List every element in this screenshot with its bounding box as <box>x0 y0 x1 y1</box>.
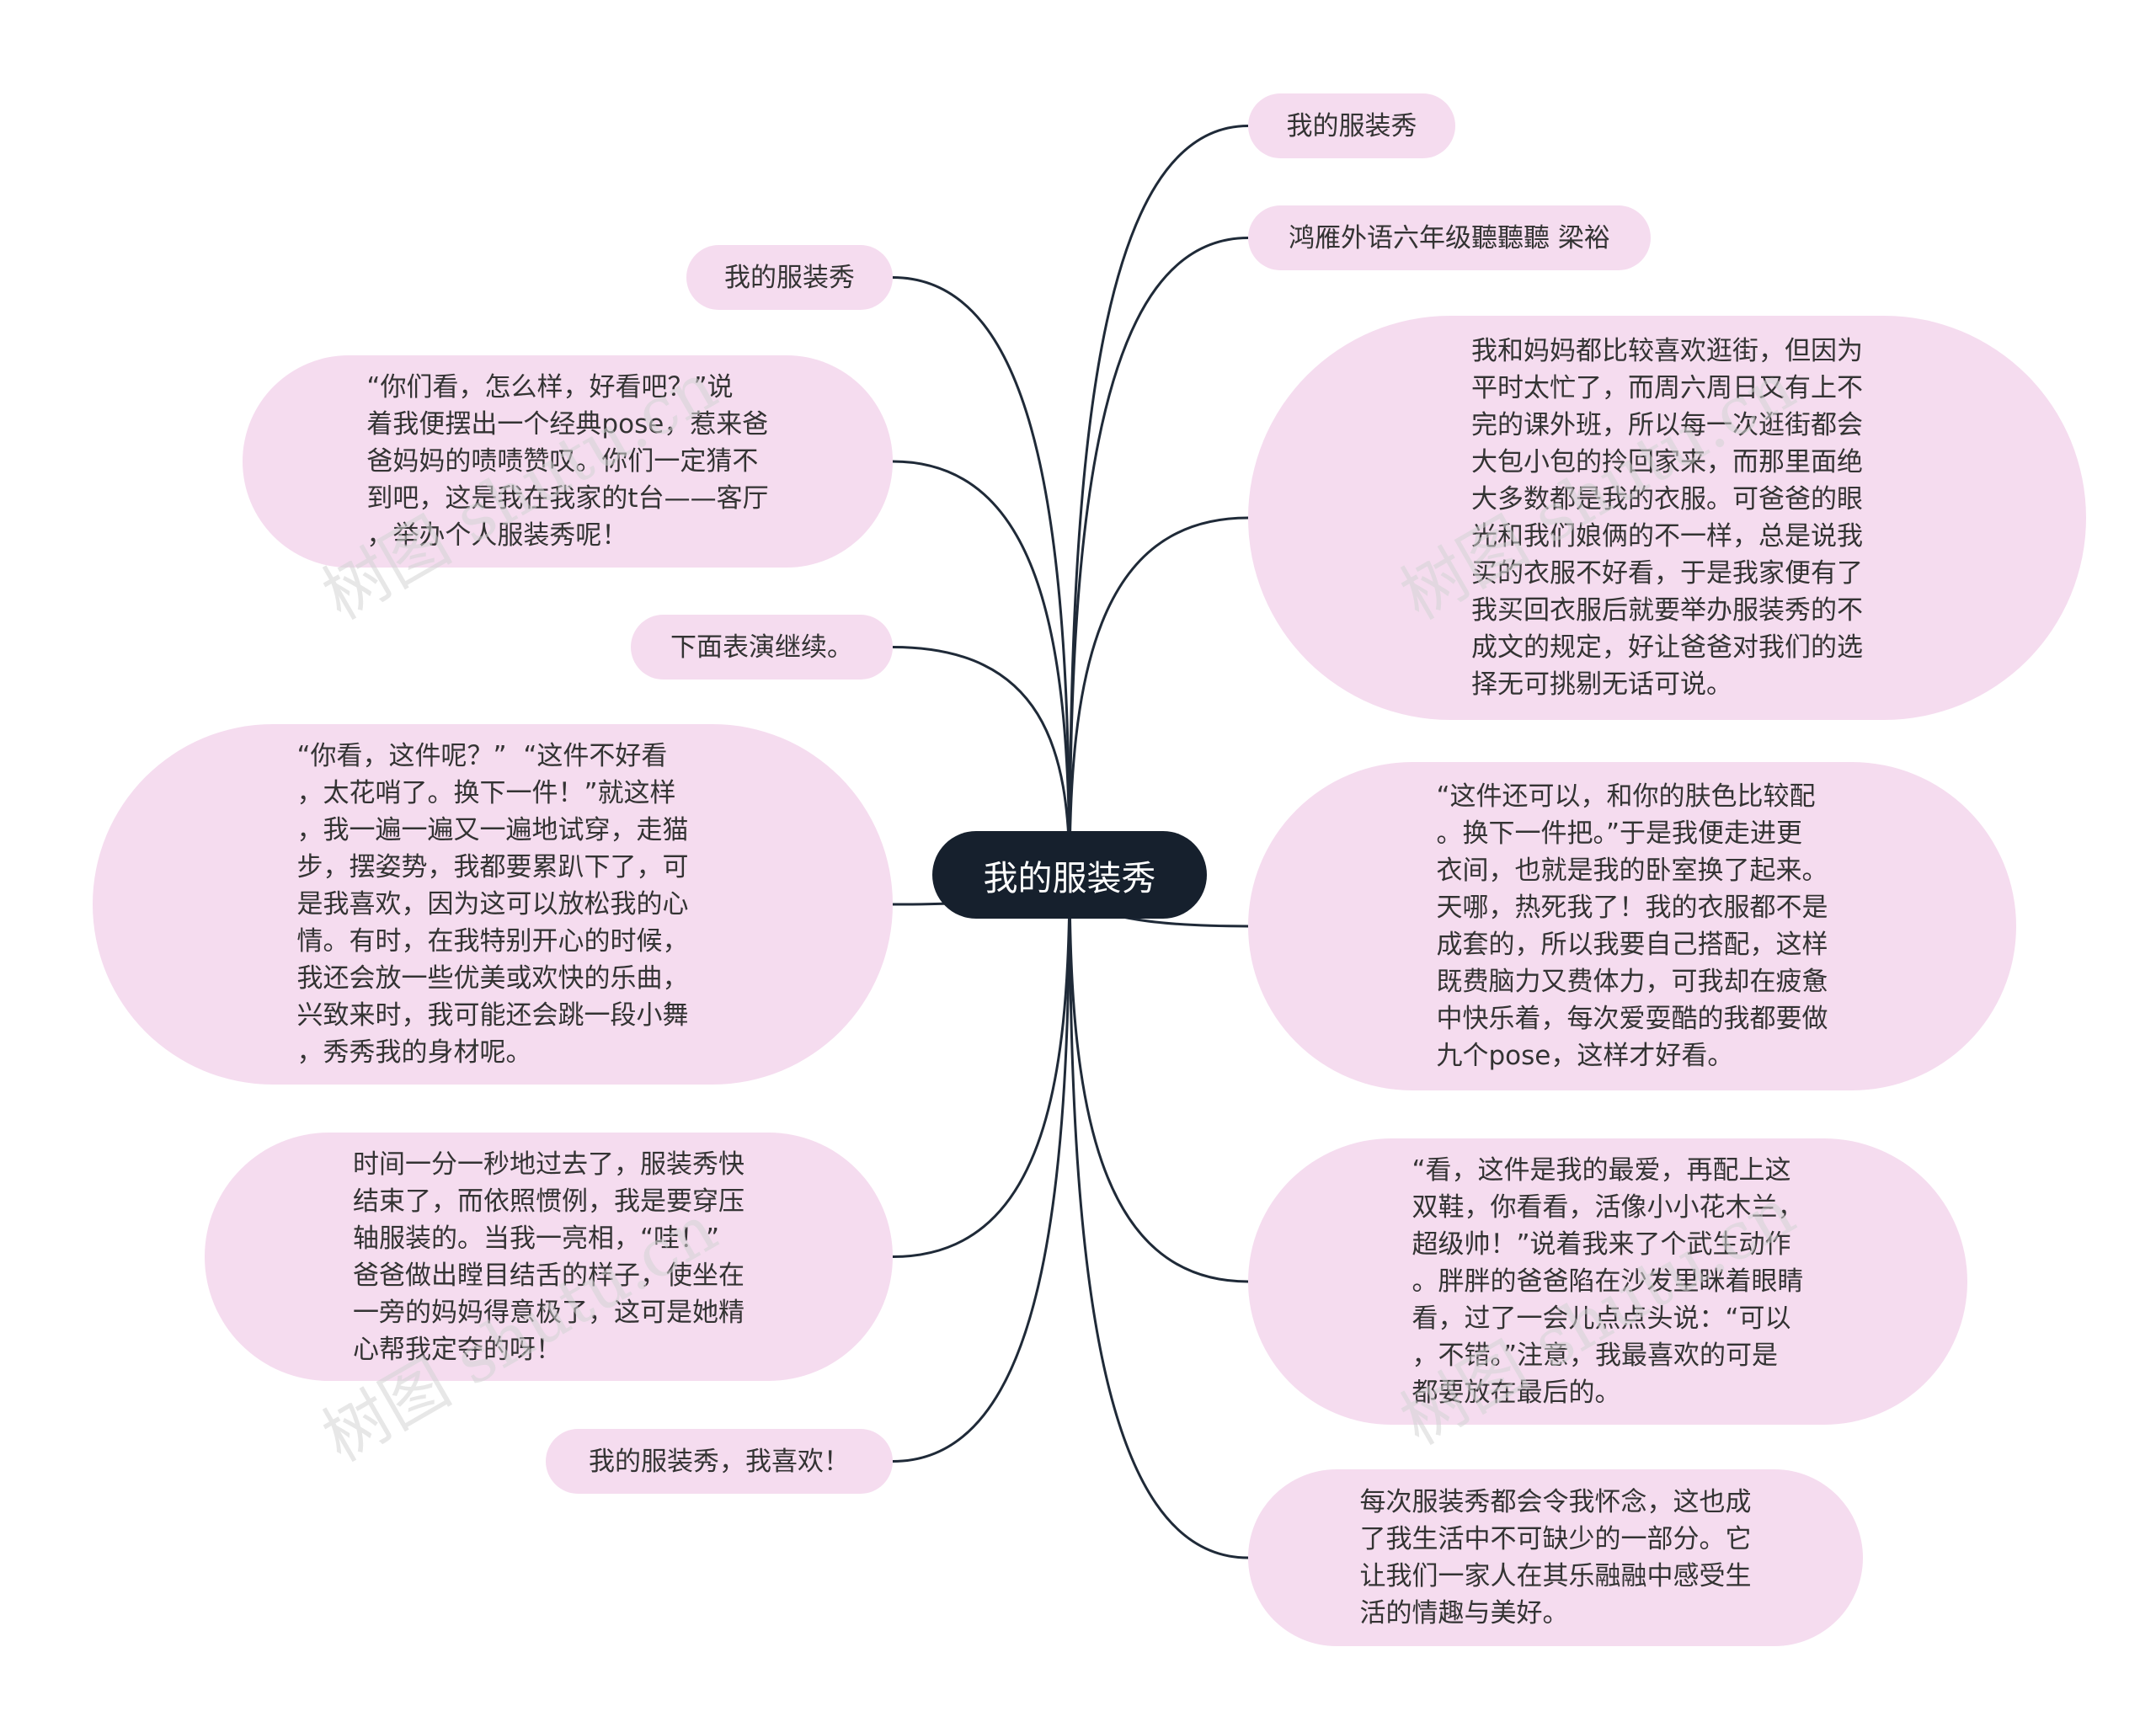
topic-right-3[interactable]: 我和妈妈都比较喜欢逛街，但因为 平时太忙了，而周六周日又有上不 完的课外班，所以… <box>1248 316 2086 720</box>
connector-line <box>892 276 1071 876</box>
topic-text: “你们看，怎么样，好看吧？”说 着我便摆出一个经典pose，惹来爸 爸妈妈的啧啧… <box>366 372 769 551</box>
topic-text: 我的服装秀，我喜欢！ <box>589 1446 850 1477</box>
topic-right-6[interactable]: 每次服装秀都会令我怀念，这也成 了我生活中不可缺少的一部分。它 让我们一家人在其… <box>1248 1469 1863 1646</box>
topic-right-1[interactable]: 我的服装秀 <box>1248 93 1455 158</box>
central-topic-label: 我的服装秀 <box>983 858 1156 898</box>
topic-text: 时间一分一秒地过去了，服装秀快 结束了，而依照惯例，我是要穿压 轴服装的。当我一… <box>353 1149 744 1365</box>
central-topic[interactable]: 我的服装秀 <box>932 831 1207 919</box>
topic-text: 鸿雁外语六年级聽聽聽 梁裕 <box>1289 222 1610 253</box>
topic-left-5[interactable]: 时间一分一秒地过去了，服装秀快 结束了，而依照惯例，我是要穿压 轴服装的。当我一… <box>205 1133 893 1381</box>
topic-left-6[interactable]: 我的服装秀，我喜欢！ <box>546 1429 893 1494</box>
connector-line <box>892 646 1071 876</box>
topic-left-2[interactable]: “你们看，怎么样，好看吧？”说 着我便摆出一个经典pose，惹来爸 爸妈妈的啧啧… <box>243 355 893 568</box>
topic-text: 我和妈妈都比较喜欢逛街，但因为 平时太忙了，而周六周日又有上不 完的课外班，所以… <box>1471 336 1863 700</box>
topic-text: “这件还可以，和你的肤色比较配 。换下一件把。”于是我便走进更 衣间，也就是我的… <box>1436 781 1828 1071</box>
topic-left-1[interactable]: 我的服装秀 <box>686 245 893 310</box>
connector-line <box>1068 874 1249 1283</box>
topic-left-3[interactable]: 下面表演继续。 <box>631 615 893 680</box>
topic-text: 我的服装秀 <box>1286 110 1417 141</box>
topic-text: 下面表演继续。 <box>670 632 853 663</box>
topic-text: “看，这件是我的最爱，再配上这 双鞋，你看看，活像小小花木兰， 超级帅！”说着我… <box>1412 1155 1804 1408</box>
topic-right-4[interactable]: “这件还可以，和你的肤色比较配 。换下一件把。”于是我便走进更 衣间，也就是我的… <box>1248 762 2016 1090</box>
connector-line <box>1068 874 1249 1559</box>
connector-line <box>1068 516 1249 876</box>
connector-line <box>892 874 1071 1463</box>
connector-line <box>1068 237 1249 876</box>
topic-text: “你看，这件呢？” “这件不好看 ，太花哨了。换下一件！”就这样 ，我一遍一遍又… <box>296 741 689 1068</box>
topic-left-4[interactable]: “你看，这件呢？” “这件不好看 ，太花哨了。换下一件！”就这样 ，我一遍一遍又… <box>93 724 893 1085</box>
connector-line <box>892 874 1071 1258</box>
connector-line <box>1068 125 1249 876</box>
connector-line <box>892 460 1071 876</box>
topic-text: 我的服装秀 <box>724 262 855 293</box>
topic-text: 每次服装秀都会令我怀念，这也成 了我生活中不可缺少的一部分。它 让我们一家人在其… <box>1359 1487 1752 1628</box>
topic-right-2[interactable]: 鸿雁外语六年级聽聽聽 梁裕 <box>1248 205 1651 270</box>
topic-right-5[interactable]: “看，这件是我的最爱，再配上这 双鞋，你看看，活像小小花木兰， 超级帅！”说着我… <box>1248 1138 1967 1425</box>
